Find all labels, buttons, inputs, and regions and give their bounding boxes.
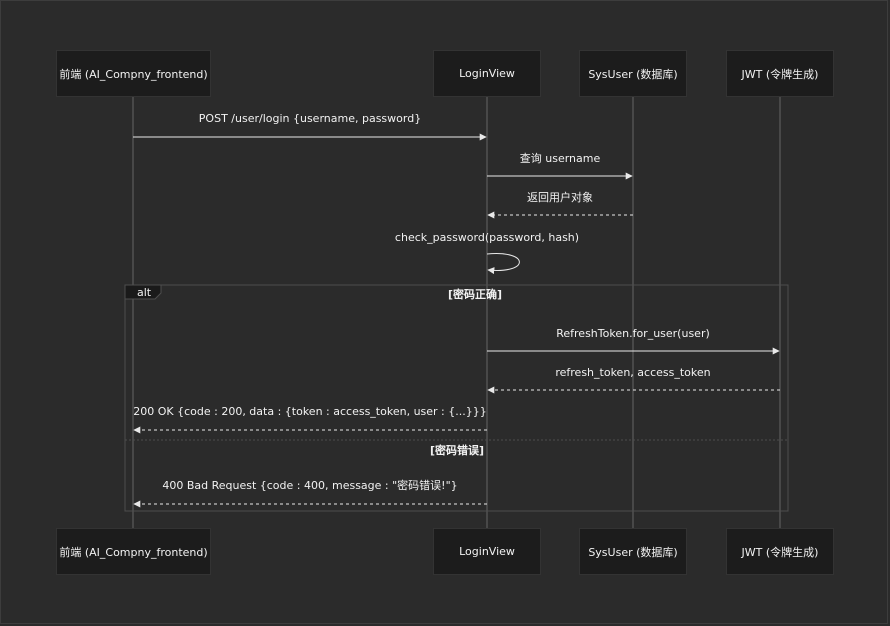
participant-loginview-top: LoginView	[433, 50, 541, 97]
participant-frontend-top: 前端 (AI_Compny_frontend)	[56, 50, 211, 97]
participant-sysuser-top: SysUser (数据库)	[579, 50, 687, 97]
message-label-refresh-token: RefreshToken.for_user(user)	[556, 327, 710, 340]
alt-fragment-tab	[124, 284, 162, 300]
message-arrow-check-password	[486, 253, 520, 275]
message-label-400-bad-request: 400 Bad Request {code : 400, message : "…	[162, 478, 457, 492]
message-label-check-password: check_password(password, hash)	[395, 231, 579, 244]
participant-jwt-top: JWT (令牌生成)	[726, 50, 834, 97]
alt-condition-1: [密码正确]	[448, 287, 502, 301]
message-label-return-user: 返回用户对象	[527, 190, 593, 204]
participant-sysuser-bottom: SysUser (数据库)	[579, 528, 687, 575]
participant-frontend-bottom: 前端 (AI_Compny_frontend)	[56, 528, 211, 575]
message-label-200-ok: 200 OK {code : 200, data : {token : acce…	[133, 405, 487, 418]
message-label-query-username: 查询 username	[520, 151, 601, 165]
message-label-tokens: refresh_token, access_token	[555, 366, 710, 379]
participant-jwt-bottom: JWT (令牌生成)	[726, 528, 834, 575]
participant-loginview-bottom: LoginView	[433, 528, 541, 575]
alt-keyword: alt	[137, 286, 152, 299]
alt-fragment-box	[124, 284, 789, 512]
message-label-post-login: POST /user/login {username, password}	[199, 112, 421, 125]
alt-condition-2: [密码错误]	[430, 443, 484, 457]
